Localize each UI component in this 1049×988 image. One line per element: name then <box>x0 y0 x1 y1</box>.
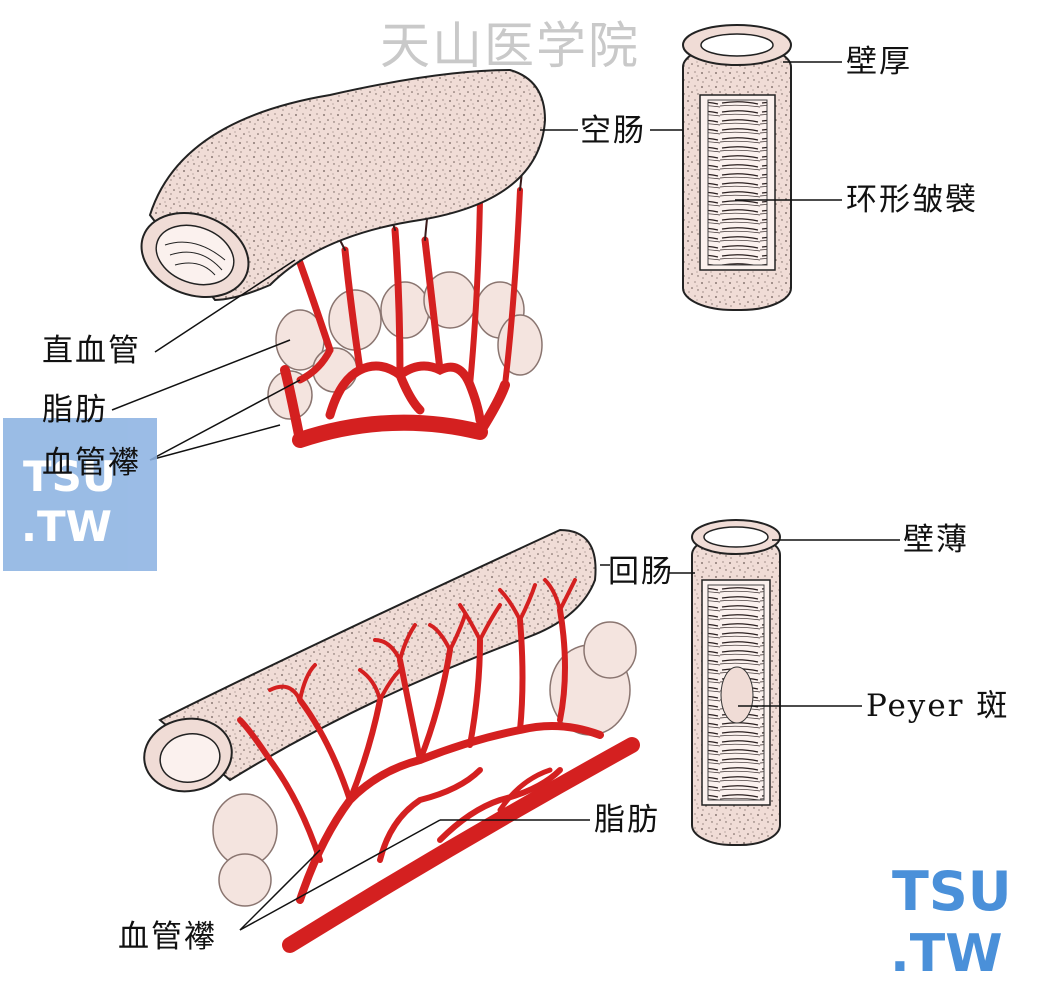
label-vasa-recta: 直血管 <box>42 333 141 369</box>
label-wall-thin: 壁薄 <box>903 522 969 558</box>
ileum-section <box>691 519 781 846</box>
watermark-box: TSU .TW <box>3 418 157 571</box>
label-jejunum: 空肠 <box>580 113 646 149</box>
label-ileum: 回肠 <box>608 554 674 590</box>
label-peyer-patch: Peyer 斑 <box>866 688 1010 724</box>
label-wall-thick: 壁厚 <box>846 44 912 80</box>
watermark-title: 天山医学院 <box>380 17 640 75</box>
ileum-tube <box>143 528 597 793</box>
leader-lines <box>111 61 900 931</box>
watermark-logo-corner-bottom: .TW <box>890 924 1003 984</box>
watermark-logo-corner-top: TSU <box>892 860 1012 923</box>
jejunum-tube <box>140 68 547 302</box>
ileum-fat <box>212 621 637 907</box>
label-jejunum-fat: 脂肪 <box>42 392 108 428</box>
ileum-vessels <box>237 578 640 953</box>
watermark-logo-bottom: .TW <box>21 502 112 551</box>
label-ileum-arcades: 血管襻 <box>118 919 217 955</box>
label-jejunum-arcades: 血管襻 <box>42 445 141 481</box>
watermark-logo-top: TSU <box>23 452 117 501</box>
label-circular-folds: 环形皱襞 <box>846 182 978 218</box>
jejunum-section <box>682 24 792 311</box>
peyer-patch-shape <box>720 666 754 724</box>
label-ileum-fat: 脂肪 <box>594 802 660 838</box>
